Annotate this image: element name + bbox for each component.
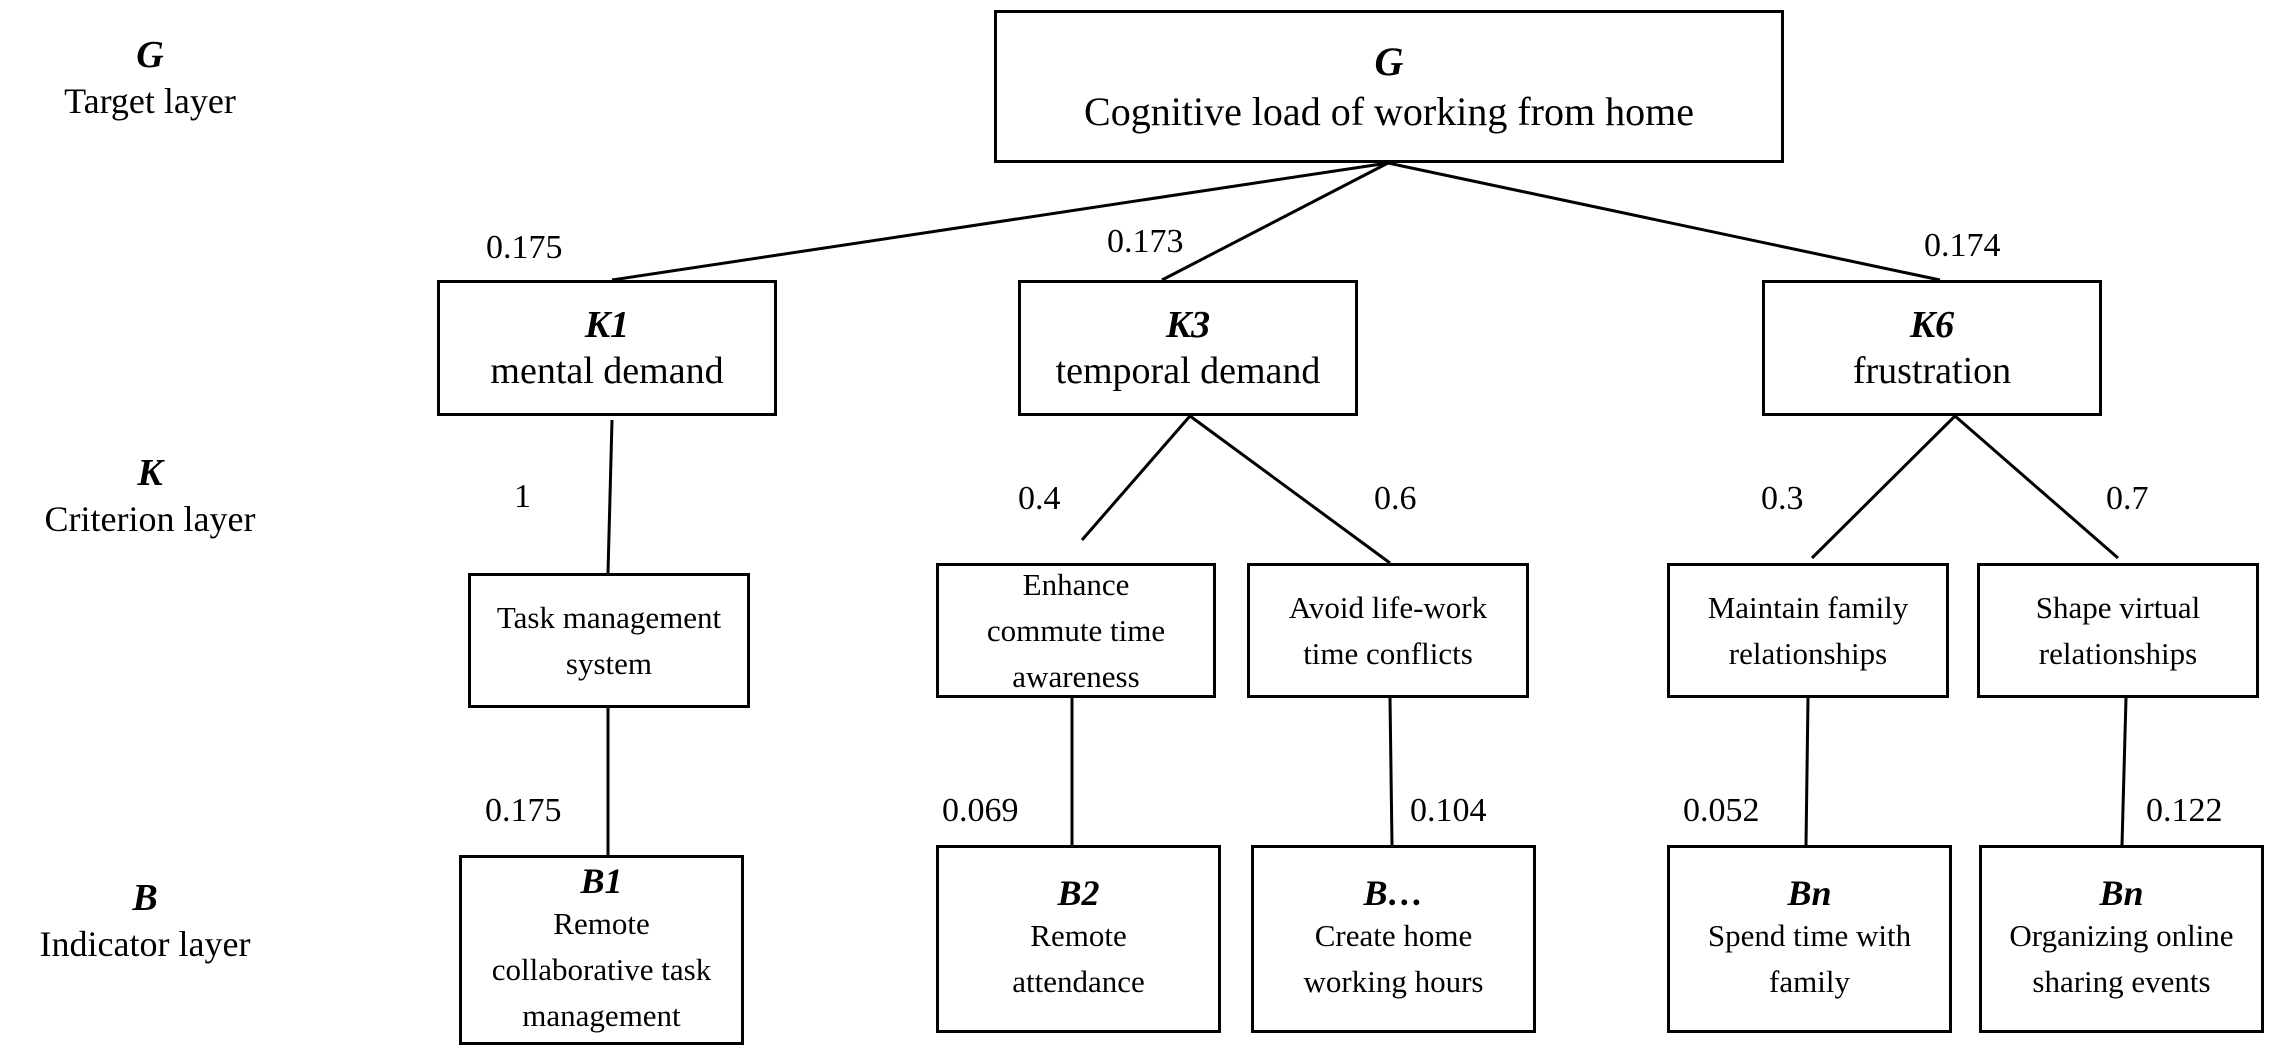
link-g-k3 — [1161, 161, 1389, 282]
link-g-k6 — [1387, 161, 1941, 282]
weight-b2: 0.069 — [942, 792, 1019, 829]
node-label: Task management system — [496, 599, 722, 681]
node-code: K6 — [1909, 304, 1955, 346]
layer-label-criterion: K Criterion layer — [10, 450, 290, 542]
node-code: Bn — [2099, 873, 2144, 913]
node-code: B… — [1363, 873, 1424, 913]
criterion-node-k3: K3 temporal demand — [1018, 280, 1358, 416]
layer-code: G — [136, 34, 164, 76]
layer-label-target: G Target layer — [20, 32, 280, 124]
indicator-node-b-ellipsis: B… Create home working hours — [1251, 845, 1536, 1033]
subcriterion-node-task-management: Task management system — [468, 573, 750, 708]
node-label: Maintain family relationships — [1707, 589, 1909, 671]
node-code: Bn — [1787, 873, 1832, 913]
layer-code: K — [137, 452, 163, 494]
indicator-node-bn-family: Bn Spend time with family — [1667, 845, 1952, 1033]
node-code: K1 — [584, 304, 630, 346]
node-label: temporal demand — [1055, 350, 1321, 392]
subcriterion-node-virtual: Shape virtual relationships — [1977, 563, 2259, 698]
link-g-k1 — [611, 161, 1389, 282]
layer-label-indicator: B Indicator layer — [10, 875, 280, 967]
weight-b1: 0.175 — [485, 792, 562, 829]
node-label: Create home working hours — [1303, 918, 1484, 999]
link-k6-s5 — [1954, 414, 2119, 560]
link-k3-s2 — [1080, 415, 1192, 541]
node-label: mental demand — [490, 350, 724, 392]
criterion-node-k1: K1 mental demand — [437, 280, 777, 416]
node-label: Remote collaborative task management — [491, 906, 712, 1033]
subcriterion-node-life-work: Avoid life-work time conflicts — [1247, 563, 1529, 698]
node-code: K3 — [1165, 304, 1211, 346]
node-code: B1 — [580, 861, 623, 901]
weight-k3: 0.173 — [1107, 223, 1184, 260]
weight-k1: 0.175 — [486, 229, 563, 266]
node-label: Shape virtual relationships — [2035, 589, 2201, 671]
subcriterion-node-family: Maintain family relationships — [1667, 563, 1949, 698]
link-k1-s1 — [606, 419, 614, 574]
node-label: Spend time with family — [1707, 918, 1912, 999]
node-label: frustration — [1852, 350, 2012, 392]
node-label: Cognitive load of working from home — [1084, 88, 1694, 134]
link-s4-b4 — [1804, 697, 1810, 846]
node-label: Enhance commute time awareness — [986, 566, 1166, 694]
weight-virtual: 0.7 — [2106, 480, 2149, 517]
weight-bn-family: 0.052 — [1683, 792, 1760, 829]
link-k6-s4 — [1810, 414, 1957, 560]
link-s3-b3 — [1388, 697, 1394, 846]
weight-life-work: 0.6 — [1374, 480, 1417, 517]
weight-commute: 0.4 — [1018, 480, 1061, 517]
indicator-node-b2: B2 Remote attendance — [936, 845, 1221, 1033]
node-code: G — [1374, 38, 1404, 84]
weight-b-ellipsis: 0.104 — [1410, 792, 1487, 829]
node-label: Avoid life-work time conflicts — [1288, 589, 1488, 671]
criterion-node-k6: K6 frustration — [1762, 280, 2102, 416]
layer-name: Criterion layer — [44, 499, 256, 539]
weight-k6: 0.174 — [1924, 227, 2001, 264]
subcriterion-node-commute: Enhance commute time awareness — [936, 563, 1216, 698]
node-label: Organizing online sharing events — [2009, 918, 2234, 999]
node-label: Remote attendance — [1012, 918, 1145, 999]
layer-name: Indicator layer — [39, 924, 251, 964]
weight-family: 0.3 — [1761, 480, 1804, 517]
layer-code: B — [132, 877, 158, 919]
weight-bn-online: 0.122 — [2146, 792, 2223, 829]
goal-node: G Cognitive load of working from home — [994, 10, 1784, 163]
indicator-node-bn-online: Bn Organizing online sharing events — [1979, 845, 2264, 1033]
link-k3-s3 — [1189, 414, 1391, 565]
indicator-node-b1: B1 Remote collaborative task management — [459, 855, 744, 1045]
layer-name: Target layer — [64, 81, 236, 121]
weight-task-management: 1 — [514, 478, 531, 515]
link-s5-b5 — [2120, 697, 2128, 846]
node-code: B2 — [1057, 873, 1100, 913]
